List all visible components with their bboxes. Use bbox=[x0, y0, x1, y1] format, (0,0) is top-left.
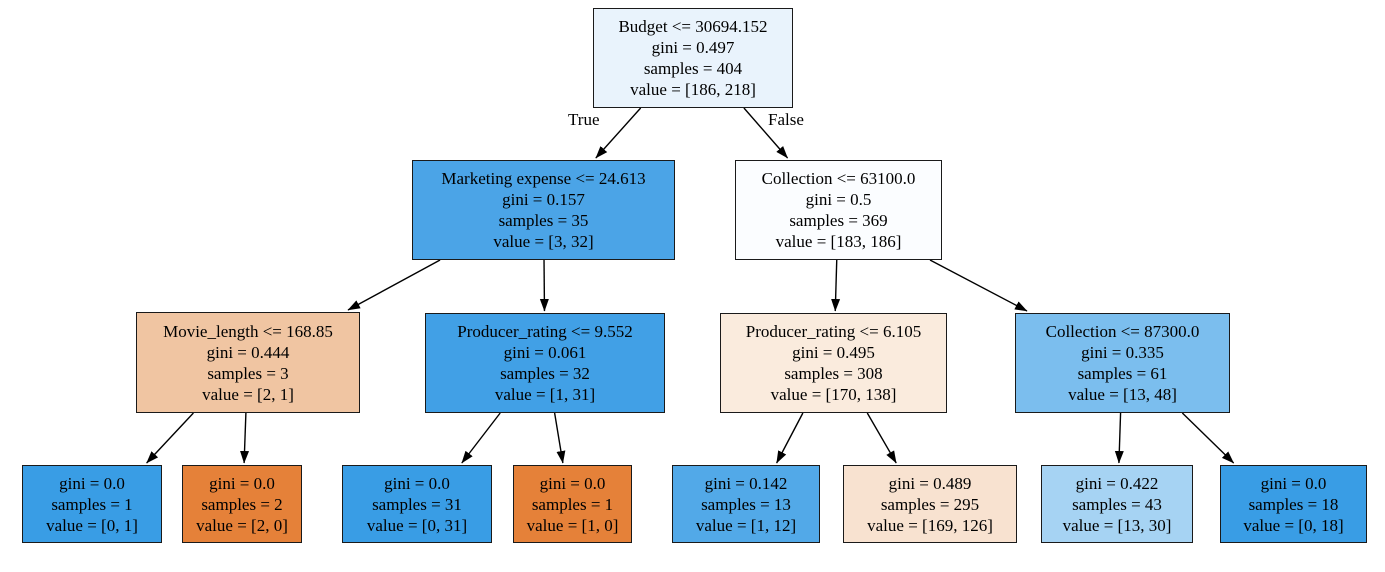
node-text-line: value = [1, 31] bbox=[494, 385, 596, 404]
node-text-line: samples = 2 bbox=[201, 494, 283, 514]
edge-label-false: False bbox=[768, 110, 804, 129]
node-text-line: gini = 0.0 bbox=[539, 473, 606, 493]
node-text-line: gini = 0.0 bbox=[384, 473, 450, 493]
node-text-line: gini = 0.061 bbox=[503, 343, 587, 362]
tree-edge bbox=[240, 412, 250, 464]
node-text-line: value = [183, 186] bbox=[775, 232, 902, 251]
tree-node-marketing-expense: Marketing expense <= 24.613 gini = 0.157 s… bbox=[412, 160, 675, 260]
node-text-line: value = [3, 32] bbox=[493, 232, 594, 251]
tree-edge bbox=[831, 259, 841, 312]
node-text-line: gini = 0.142 bbox=[704, 473, 788, 493]
tree-edge bbox=[347, 259, 441, 311]
node-text-line: value = [1, 12] bbox=[695, 515, 797, 535]
tree-edge bbox=[553, 412, 566, 464]
node-text-line: samples = 43 bbox=[1072, 494, 1162, 514]
node-text-line: value = [0, 31] bbox=[366, 515, 468, 535]
node-text-line: samples = 404 bbox=[643, 59, 743, 78]
tree-edge bbox=[743, 107, 789, 159]
tree-edge bbox=[461, 412, 501, 464]
edge-label-true: True bbox=[568, 110, 600, 129]
tree-edge bbox=[929, 259, 1028, 312]
tree-node-budget: Budget <= 30694.152 gini = 0.497 samples =… bbox=[593, 8, 793, 108]
node-text-line: gini = 0.422 bbox=[1075, 473, 1159, 493]
node-text-line: samples = 308 bbox=[784, 364, 883, 383]
node-text-line: value = [0, 1] bbox=[46, 515, 138, 535]
tree-edge bbox=[866, 412, 897, 464]
node-text-line: samples = 369 bbox=[789, 211, 888, 230]
node-text-line: samples = 35 bbox=[498, 211, 589, 230]
tree-node-collection-63100: Collection <= 63100.0 gini = 0.5 samples =… bbox=[735, 160, 942, 260]
node-text-line: samples = 1 bbox=[51, 494, 133, 514]
node-text-line: samples = 3 bbox=[207, 363, 289, 383]
tree-edge bbox=[776, 412, 804, 464]
node-text-line: samples = 295 bbox=[880, 494, 980, 514]
tree-edge bbox=[146, 412, 194, 464]
node-text-line: Collection <= 63100.0 bbox=[761, 169, 916, 188]
node-text-line: Movie_length <= 168.85 bbox=[163, 321, 333, 341]
node-text-line: Producer_rating <= 6.105 bbox=[745, 322, 922, 341]
node-text-line: gini = 0.0 bbox=[1260, 473, 1327, 493]
node-text-line: value = [2, 1] bbox=[202, 384, 294, 404]
node-text-line: samples = 18 bbox=[1248, 494, 1339, 514]
tree-node-collection-87300: Collection <= 87300.0 gini = 0.335 samples… bbox=[1015, 313, 1230, 413]
node-text-line: value = [169, 126] bbox=[867, 515, 993, 535]
node-text-line: Budget <= 30694.152 bbox=[618, 17, 768, 36]
node-text-line: gini = 0.0 bbox=[59, 473, 125, 493]
node-text-line: value = [186, 218] bbox=[630, 80, 756, 99]
tree-edge bbox=[1114, 412, 1124, 464]
node-text-line: gini = 0.0 bbox=[209, 473, 275, 493]
node-text-line: value = [13, 48] bbox=[1068, 385, 1177, 404]
node-text-line: samples = 1 bbox=[531, 494, 614, 514]
node-text-line: value = [13, 30] bbox=[1062, 515, 1172, 535]
node-text-line: samples = 61 bbox=[1077, 364, 1168, 383]
node-text-line: Marketing expense <= 24.613 bbox=[441, 169, 646, 188]
node-text-line: gini = 0.157 bbox=[502, 190, 585, 209]
node-text-line: Producer_rating <= 9.552 bbox=[457, 322, 633, 341]
node-text-line: samples = 31 bbox=[372, 494, 462, 514]
tree-node-producer-rating-9552: Producer_rating <= 9.552 gini = 0.061 samp… bbox=[425, 313, 665, 413]
node-text-line: gini = 0.444 bbox=[206, 342, 290, 362]
node-text-line: value = [0, 18] bbox=[1243, 515, 1344, 535]
node-text-line: gini = 0.5 bbox=[805, 190, 872, 209]
node-text-line: value = [170, 138] bbox=[770, 385, 897, 404]
node-text-line: samples = 13 bbox=[701, 494, 791, 514]
node-text-line: Collection <= 87300.0 bbox=[1045, 322, 1200, 341]
node-text-line: gini = 0.497 bbox=[651, 38, 735, 57]
node-text-line: gini = 0.495 bbox=[792, 343, 875, 362]
node-text-line: gini = 0.489 bbox=[888, 473, 972, 493]
node-text-line: samples = 32 bbox=[500, 364, 590, 383]
tree-edge bbox=[1181, 412, 1235, 464]
node-text-line: gini = 0.335 bbox=[1081, 343, 1164, 362]
node-text-line: value = [2, 0] bbox=[196, 515, 288, 535]
tree-edge bbox=[595, 107, 642, 159]
node-text-line: value = [1, 0] bbox=[526, 515, 619, 535]
tree-node-producer-rating-6105: Producer_rating <= 6.105 gini = 0.495 samp… bbox=[720, 313, 947, 413]
